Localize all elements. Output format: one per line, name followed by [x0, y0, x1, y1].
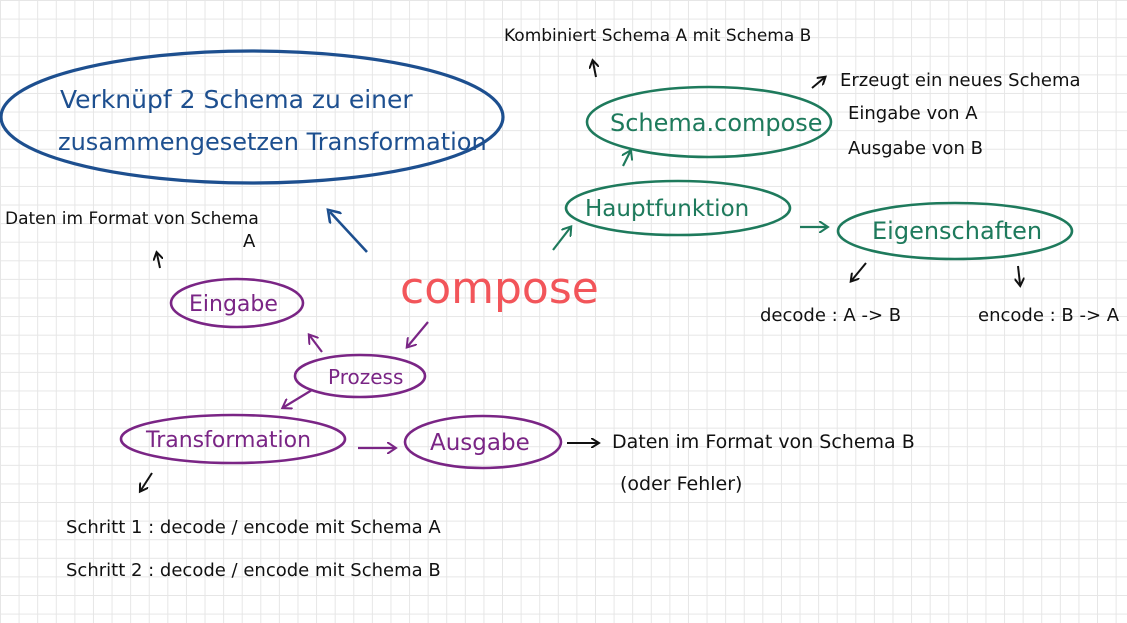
arrow-hauptfunktion-to-schema-compose [623, 152, 630, 167]
blue-summary-line1: Verknüpf 2 Schema zu einer [60, 85, 413, 114]
arrow-schema-compose-to-kombiniert [593, 62, 596, 78]
note-erzeugt-line2: Eingabe von A [848, 103, 978, 124]
transformation-ellipse [119, 413, 347, 465]
hauptfunktion-ellipse [564, 179, 792, 237]
note-encode: encode : B -> A [978, 305, 1120, 326]
schema-compose-ellipse [585, 85, 833, 159]
note-decode: decode : A -> B [760, 305, 901, 326]
note-kombiniert: Kombiniert Schema A mit Schema B [504, 26, 811, 46]
arrow-eigenschaften-to-encode [1018, 265, 1020, 284]
arrow-prozess-to-transformation [284, 389, 313, 407]
note-daten-a-line1: Daten im Format von Schema [5, 209, 259, 229]
note-erzeugt-line3: Ausgabe von B [848, 138, 983, 159]
hauptfunktion-label: Hauptfunktion [585, 196, 749, 222]
note-schritt1: Schritt 1 : decode / encode mit Schema A [66, 517, 441, 538]
ausgabe-ellipse [403, 414, 563, 470]
transformation-label: Transformation [145, 428, 311, 453]
note-daten-b-line2: (oder Fehler) [620, 473, 742, 495]
eigenschaften-ellipse [836, 201, 1074, 261]
eingabe-ellipse [169, 277, 305, 329]
arrow-eigenschaften-to-decode [852, 262, 867, 280]
note-daten-b-line1: Daten im Format von Schema B [612, 431, 915, 453]
schema-compose-label: Schema.compose [610, 109, 823, 137]
blue-summary-ellipse [0, 49, 505, 185]
arrow-eingabe-to-daten-a [157, 254, 160, 269]
arrow-prozess-to-eingabe [310, 336, 323, 353]
ausgabe-label: Ausgabe [430, 430, 530, 456]
blue-arrow [330, 212, 368, 253]
eigenschaften-label: Eigenschaften [872, 217, 1042, 245]
blue-summary-line2: zusammengesetzen Transformation [58, 128, 487, 156]
prozess-ellipse [293, 353, 427, 399]
arrow-compose-to-hauptfunktion [552, 228, 570, 251]
arrow-schema-compose-to-erzeugt [811, 78, 824, 89]
arrow-compose-to-prozess [408, 321, 429, 346]
note-schritt2: Schritt 2 : decode / encode mit Schema B [66, 560, 441, 581]
note-erzeugt-line1: Erzeugt ein neues Schema [840, 70, 1081, 91]
eingabe-label: Eingabe [189, 292, 278, 317]
arrow-transformation-to-schritte [141, 472, 153, 490]
center-title: compose [400, 263, 599, 314]
note-daten-a-line2: A [243, 231, 256, 252]
prozess-label: Prozess [328, 365, 403, 389]
